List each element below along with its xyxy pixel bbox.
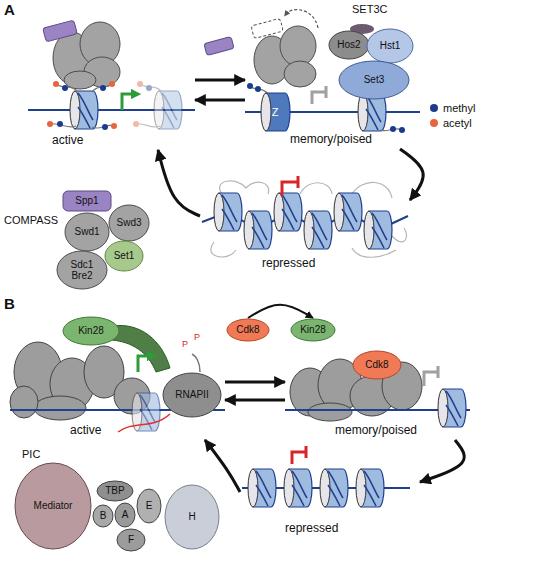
protein-subunit: Hos2 [328,30,370,60]
state-label: repressed [262,257,315,271]
protein-subunit: F [116,528,146,552]
protein-complex: SET3C Hos2 Hst1Set3 [325,2,417,104]
state-label: memory/poised [335,424,417,438]
transition-arrow [195,79,245,82]
state-panel: active [28,12,195,150]
subunit-label: Spp1 [75,195,98,207]
protein-complex: COMPASS Spp1Swd3Swd1Set1Sdc1 Bre2 [2,188,152,292]
protein-subunit: Mediator [14,462,92,550]
legend: methyl acetyl [430,100,475,130]
subunit-label: B [100,510,107,522]
legend-swatch [430,104,438,112]
subunit-label: Set3 [364,74,385,86]
protein-complex: PIC Mediator TBP B A E F H [8,446,223,568]
legend-swatch [430,119,438,127]
subunit-label: Sdc1 Bre2 [65,259,99,282]
label-holder: P [194,333,200,343]
state-label: active [52,134,83,148]
subunit-label: Kin28 [78,325,104,337]
protein-subunit: Kin28 [62,316,120,346]
protein-subunit: Hst1 [366,28,414,64]
protein-subunit: Kin28 [290,318,336,342]
subunit-label: F [128,534,134,546]
transition-arrow [400,149,423,200]
complex-label: PIC [22,448,40,461]
protein-subunit: Swd3 [108,204,150,242]
label-holder: B [4,296,15,313]
protein-subunit: A [114,502,136,528]
protein-subunit: Spp1 [62,190,112,212]
protein-subunit: E [136,488,162,524]
protein-subunit: Swd1 [64,212,110,252]
protein-subunit: Set3 [338,60,410,100]
subunit-label: Cdk8 [365,359,388,371]
panel-letter: B [4,296,15,313]
subunit-label: H [188,511,195,523]
state-panel: repressed [200,168,410,274]
transition-arrow [420,440,464,482]
state-label: active [70,424,101,438]
subunit-label: Mediator [34,500,73,512]
subunit-label: Set1 [114,250,135,262]
label-holder: A [4,2,15,19]
subunit-label: Hst1 [380,40,401,52]
transition-arrow [205,440,240,492]
subunit-label: E [146,500,153,512]
nucleosome: Z [259,92,291,132]
subunit-label: TBP [105,485,124,497]
phospho-mark: P [194,333,200,343]
legend-text: acetyl [443,117,472,129]
complex-label: SET3C [352,3,387,16]
protein-subunit: Cdk8 [226,318,270,342]
protein-subunit: H [164,484,220,550]
state-label: memory/poised [290,133,372,147]
legend-text: methyl [443,102,475,114]
transition-arrow [225,381,285,384]
state-panel: memory/poised Cdk8 [285,348,470,440]
complex-label: COMPASS [4,214,58,227]
state-label: repressed [285,522,338,536]
protein-subunit: Cdk8 [352,350,402,380]
transition-arrow [195,99,245,102]
subunit-label: Kin28 [300,324,326,336]
transition-arrow [158,150,200,216]
transition-arrow [225,399,285,402]
subunit-label: RNAPII [175,389,208,401]
state-panel: repressed [240,448,420,540]
protein-subunit: Sdc1 Bre2 [56,250,108,290]
subunit-label: Cdk8 [236,324,259,336]
protein-subunit: Set1 [104,240,144,272]
state-panel: active Kin28RNAPII [10,312,225,440]
subunit-label: Swd1 [74,226,99,238]
transition-arrow [248,305,313,318]
protein-subunit: B [92,504,114,528]
label-holder: P [182,340,188,350]
phospho-mark: P [182,340,188,350]
protein-subunit: TBP [96,480,134,502]
subunit-label: Swd3 [116,217,141,229]
legend-row: methyl [430,100,475,115]
protein-subunit: RNAPII [162,372,222,418]
histone-variant-label: Z [272,106,279,119]
panel-letter: A [4,2,15,19]
subunit-label: Hos2 [337,39,360,51]
subunit-label: A [122,509,129,521]
state-panel: memory/poised SET3C Hos2 Hst1Set3Z [245,2,420,149]
legend-row: acetyl [430,115,475,130]
